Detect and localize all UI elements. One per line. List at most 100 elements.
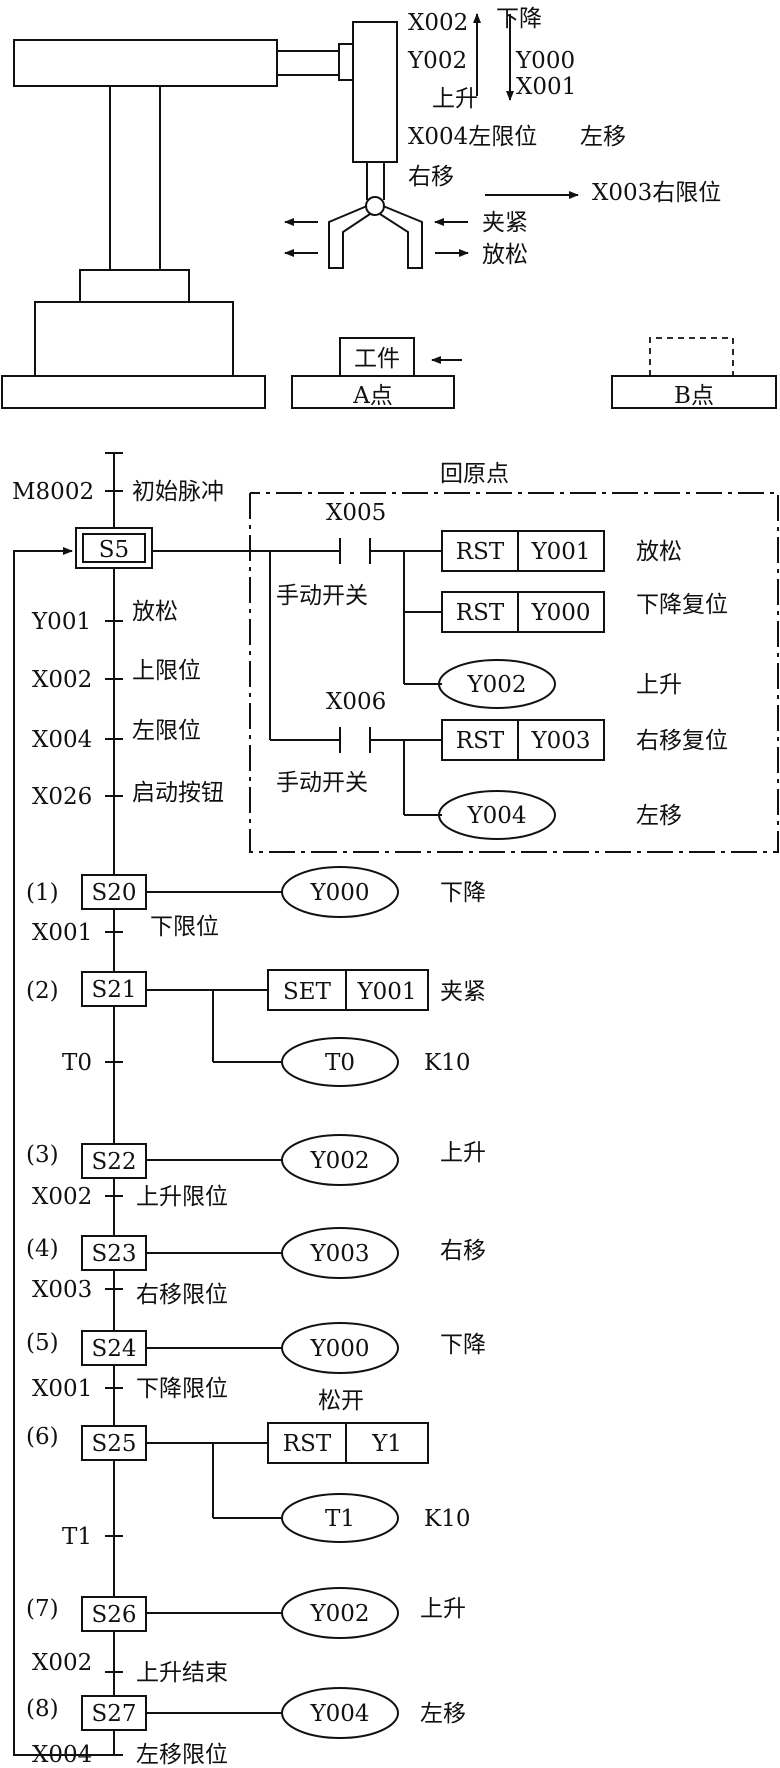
box-set-y001-target: Y001 [356, 979, 416, 1005]
cond-x004-label: 左限位 [132, 718, 201, 744]
step-s26-label: S26 [91, 1602, 136, 1628]
step-5-num: (5) [26, 1330, 59, 1356]
workpiece-box [339, 337, 415, 377]
cond-y001: Y001 [31, 609, 91, 635]
box-rst-y1-op: RST [283, 1431, 332, 1457]
sfc-chain: M8002 初始脉冲 S5 Y001 放松 X002 上限位 X004 左限位 … [12, 452, 224, 1756]
home-label-release: 放松 [636, 539, 682, 565]
step-s22-box [81, 1143, 147, 1179]
cond-x004: X004 [32, 727, 92, 753]
gripper-pivot [365, 196, 385, 216]
coil-y004 [438, 790, 556, 840]
home-block: 回原点 X005 手动开关 RST Y001 放松 RST Y000 下降复位 … [152, 461, 779, 853]
step-s23-coil [281, 1227, 399, 1279]
box-rst-y001-op: RST [456, 539, 505, 565]
step-8-num: (8) [26, 1696, 59, 1722]
label-x001: X001 [516, 74, 576, 100]
cond-m8002: M8002 [12, 479, 94, 505]
step-s24-coil [281, 1322, 399, 1374]
return-loop [13, 550, 114, 1756]
step-s24-label: S24 [91, 1336, 136, 1362]
timer-t1-label: T1 [325, 1506, 355, 1532]
box-rst-y1-target: Y1 [371, 1431, 402, 1457]
home-label-up: 上升 [636, 672, 682, 698]
gripper-jaw-left [328, 205, 371, 269]
label-left-move: 左移 [580, 124, 626, 150]
step-s24-box [81, 1330, 147, 1366]
step-s23-box [81, 1235, 147, 1271]
trans-5-label: 下降限位 [136, 1376, 228, 1402]
step-4-num: (4) [26, 1236, 59, 1262]
step-s20-coil [281, 866, 399, 918]
step-s5-inner [82, 533, 146, 563]
step-s23-coil-label: Y003 [309, 1241, 369, 1267]
coil-y004-label: Y004 [466, 803, 526, 829]
step-s27-coil-label: Y004 [309, 1701, 369, 1727]
step-s22-coil [281, 1134, 399, 1186]
step-3-num: (3) [26, 1142, 59, 1168]
timer-t0-label: T0 [325, 1050, 355, 1076]
step-s22-coil-label: Y002 [309, 1148, 369, 1174]
box-rst-y001 [441, 530, 605, 572]
label-down: 下降 [496, 6, 542, 32]
label-right-move: 右移 [408, 164, 454, 190]
home-label-down-reset: 下降复位 [636, 592, 728, 618]
coil-y002-label: Y002 [466, 672, 526, 698]
step-s27-label: S27 [91, 1701, 136, 1727]
contact-x005-label: X005 [326, 500, 386, 526]
step-s23-label: S23 [91, 1241, 136, 1267]
manual-switch-1: 手动开关 [276, 583, 368, 609]
label-x002: X002 [408, 10, 468, 36]
trans-7-cond: X002 [32, 1650, 92, 1676]
trans-4-label: 右移限位 [136, 1282, 228, 1308]
step-s25-label: S25 [91, 1431, 136, 1457]
cond-x002: X002 [32, 667, 92, 693]
step-s20-coil-label: Y000 [309, 880, 369, 906]
column [109, 85, 161, 271]
label-x004-left-limit: X004左限位 [408, 124, 537, 150]
step-s22-label: S22 [91, 1149, 136, 1175]
trans-6-cond: T1 [62, 1524, 92, 1550]
trans-8-cond: X004 [32, 1742, 92, 1768]
manual-switch-2: 手动开关 [276, 770, 368, 796]
box-rst-y000-target: Y000 [530, 600, 590, 626]
cond-x026-label: 启动按钮 [132, 780, 224, 806]
label-clamp: 夹紧 [482, 210, 528, 236]
steps: S20 (1) Y000 下降 X001 下限位 S21 (2) SET Y00… [26, 866, 486, 1768]
trans-1-cond: X001 [32, 920, 92, 946]
home-title: 回原点 [440, 461, 509, 487]
arm-clamp-plate [338, 43, 354, 81]
step-s20-label: S20 [91, 880, 136, 906]
coil-y002 [438, 659, 556, 709]
point-b-dashed-workpiece [649, 337, 734, 376]
box-rst-y003-op: RST [456, 728, 505, 754]
timer-t1-k: K10 [424, 1506, 470, 1532]
label-initial-pulse: 初始脉冲 [132, 479, 224, 505]
trans-1-label: 下限位 [150, 914, 219, 940]
trans-4-cond: X003 [32, 1277, 92, 1303]
home-label-right-reset: 右移复位 [636, 728, 728, 754]
trans-8-label: 左移限位 [136, 1742, 228, 1768]
box-rst-y001-target: Y001 [530, 539, 590, 565]
trans-7-label: 上升结束 [136, 1660, 228, 1686]
trans-2-cond: T0 [62, 1050, 92, 1076]
base-body [34, 301, 234, 377]
arm-head [352, 21, 398, 163]
step-s20-desc: 下降 [440, 880, 486, 906]
cond-x002-label: 上限位 [132, 658, 201, 684]
cond-x026: X026 [32, 784, 92, 810]
step-s22-desc: 上升 [440, 1140, 486, 1166]
label-release: 放松 [482, 242, 528, 268]
label-workpiece: 工件 [354, 346, 400, 372]
step-s24-coil-label: Y000 [309, 1336, 369, 1362]
box-set-y001 [267, 969, 429, 1011]
timer-t1 [281, 1493, 399, 1543]
step-s26-coil [281, 1587, 399, 1639]
step-s27-box [81, 1695, 147, 1731]
step-s25-desc: 松开 [318, 1388, 364, 1414]
step-s21-label: S21 [91, 977, 136, 1003]
step-s27-coil [281, 1687, 399, 1739]
timer-t0-k: K10 [424, 1050, 470, 1076]
step-s26-box [81, 1596, 147, 1632]
